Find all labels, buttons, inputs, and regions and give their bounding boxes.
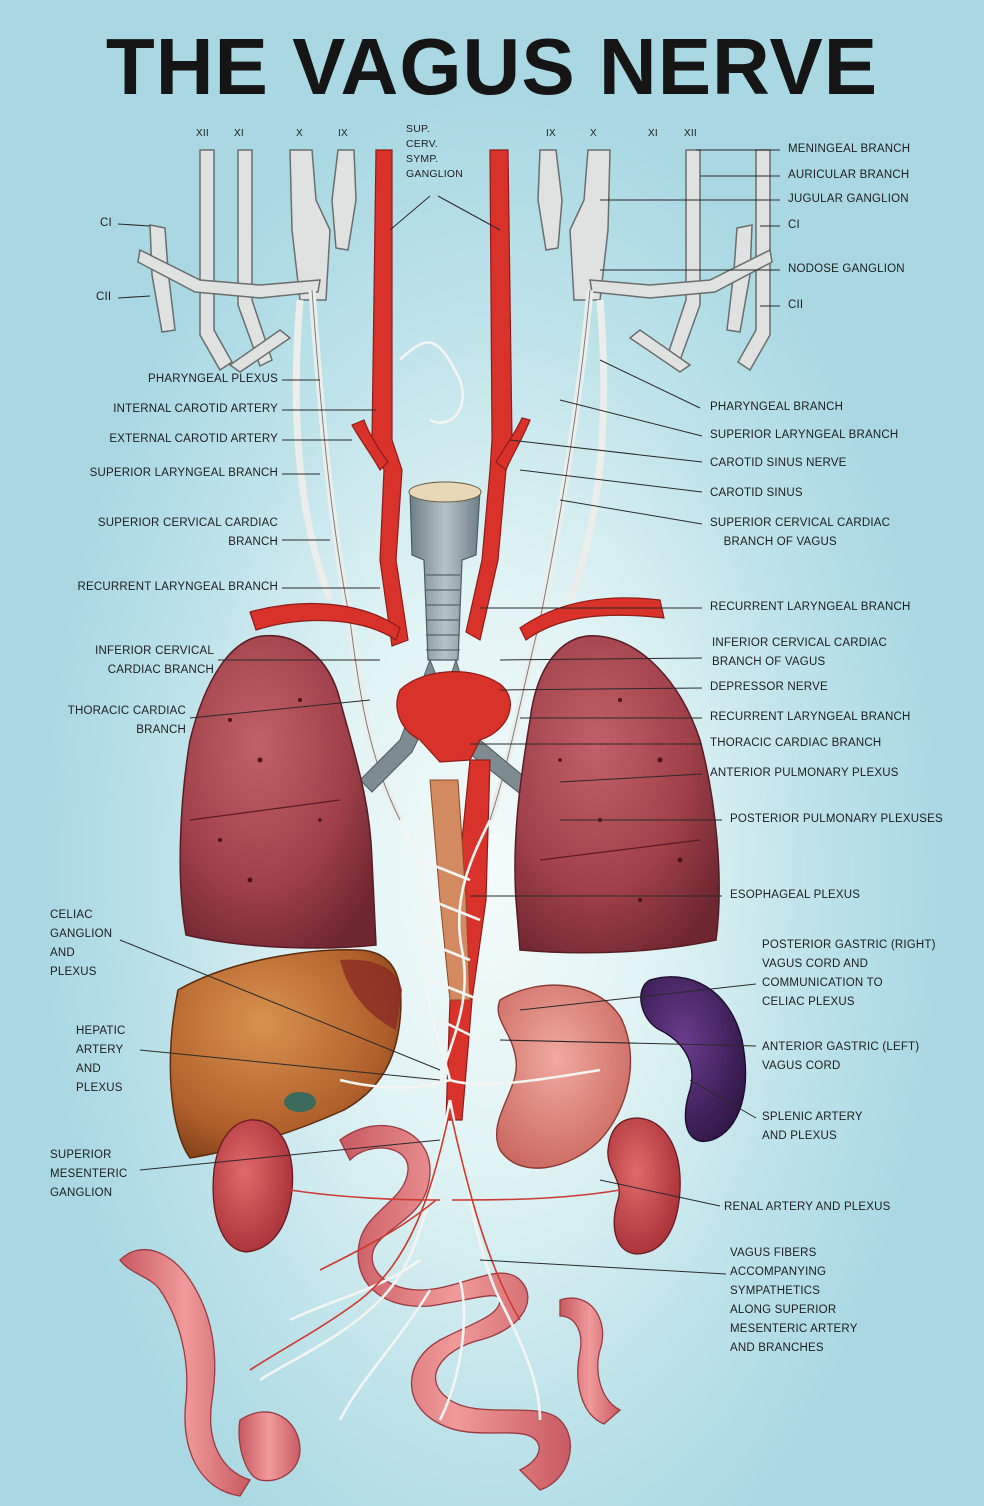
right-lung	[515, 636, 719, 953]
c2-right-label: CII	[788, 296, 803, 315]
page-title: THE VAGUS NERVE	[0, 22, 984, 112]
splenic-artery-label: SPLENIC ARTERY AND PLEXUS	[762, 1108, 863, 1146]
gallbladder	[284, 1092, 316, 1112]
symp-ganglion-label: SUP. CERV. SYMP. GANGLION	[406, 122, 463, 182]
cranial-nerve-label: X	[590, 124, 597, 143]
posterior-gastric-label: POSTERIOR GASTRIC (RIGHT) VAGUS CORD AND…	[762, 936, 936, 1012]
thoracic-cardiac-left-label: THORACIC CARDIAC BRANCH	[20, 702, 186, 740]
hepatic-artery-label: HEPATIC ARTERY AND PLEXUS	[76, 1022, 126, 1098]
cranial-nerve-label: IX	[546, 124, 556, 143]
cranial-nerve-label: XII	[684, 124, 697, 143]
vagus-fibers-label: VAGUS FIBERS ACCOMPANYING SYMPATHETICS A…	[730, 1244, 858, 1358]
pharyngeal-branch-label: PHARYNGEAL BRANCH	[710, 398, 843, 417]
right-kidney	[608, 1118, 680, 1254]
nodose-ganglion-label: NODOSE GANGLION	[788, 260, 905, 279]
renal-artery-label: RENAL ARTERY AND PLEXUS	[724, 1198, 891, 1217]
depressor-nerve-label: DEPRESSOR NERVE	[710, 678, 828, 697]
c2-left-label: CII	[96, 288, 111, 307]
anterior-pulmonary-plexus-label: ANTERIOR PULMONARY PLEXUS	[710, 764, 899, 783]
celiac-ganglion-label: CELIAC GANGLION AND PLEXUS	[50, 906, 112, 982]
left-kidney	[213, 1120, 292, 1252]
superior-cervical-cardiac-left-label: SUPERIOR CERVICAL CARDIAC BRANCH	[20, 514, 278, 552]
posterior-pulmonary-plexuses-label: POSTERIOR PULMONARY PLEXUSES	[730, 810, 943, 829]
superior-laryngeal-right-label: SUPERIOR LARYNGEAL BRANCH	[710, 426, 898, 445]
internal-carotid-label: INTERNAL CAROTID ARTERY	[40, 400, 278, 419]
superior-mesenteric-ganglion-label: SUPERIOR MESENTERIC GANGLION	[50, 1146, 127, 1203]
recurrent-laryngeal-left-label: RECURRENT LARYNGEAL BRANCH	[10, 578, 278, 597]
meningeal-branch-label: MENINGEAL BRANCH	[788, 140, 910, 159]
inferior-cervical-cardiac-left-label: INFERIOR CERVICAL CARDIAC BRANCH	[20, 642, 214, 680]
c1-left-label: CI	[100, 214, 112, 233]
cranial-nerve-roots-right	[538, 150, 772, 372]
c1-right-label: CI	[788, 216, 800, 235]
recurrent-laryngeal-right-2-label: RECURRENT LARYNGEAL BRANCH	[710, 708, 911, 727]
cranial-nerve-label: XII	[196, 124, 209, 143]
auricular-branch-label: AURICULAR BRANCH	[788, 166, 909, 185]
pharyngeal-plexus-label: PHARYNGEAL PLEXUS	[60, 370, 278, 389]
spleen	[641, 977, 746, 1142]
carotid-sinus-label: CAROTID SINUS	[710, 484, 803, 503]
carotid-sinus-nerve-label: CAROTID SINUS NERVE	[710, 454, 847, 473]
jugular-ganglion-label: JUGULAR GANGLION	[788, 190, 909, 209]
recurrent-laryngeal-right-1-label: RECURRENT LARYNGEAL BRANCH	[710, 598, 911, 617]
esophageal-plexus-label: ESOPHAGEAL PLEXUS	[730, 886, 860, 905]
cranial-nerve-label: XI	[234, 124, 244, 143]
cranial-nerve-label: X	[296, 124, 303, 143]
anterior-gastric-label: ANTERIOR GASTRIC (LEFT) VAGUS CORD	[762, 1038, 919, 1076]
cranial-nerve-label: IX	[338, 124, 348, 143]
external-carotid-label: EXTERNAL CAROTID ARTERY	[40, 430, 278, 449]
superior-cervical-cardiac-right-label: SUPERIOR CERVICAL CARDIAC BRANCH OF VAGU…	[710, 514, 890, 552]
cranial-nerve-label: XI	[648, 124, 658, 143]
superior-laryngeal-left-label: SUPERIOR LARYNGEAL BRANCH	[20, 464, 278, 483]
inferior-cervical-cardiac-right-label: INFERIOR CERVICAL CARDIAC BRANCH OF VAGU…	[712, 634, 887, 672]
left-lung	[180, 636, 376, 948]
thoracic-cardiac-right-label: THORACIC CARDIAC BRANCH	[710, 734, 881, 753]
cranial-nerve-roots-left	[138, 150, 356, 372]
